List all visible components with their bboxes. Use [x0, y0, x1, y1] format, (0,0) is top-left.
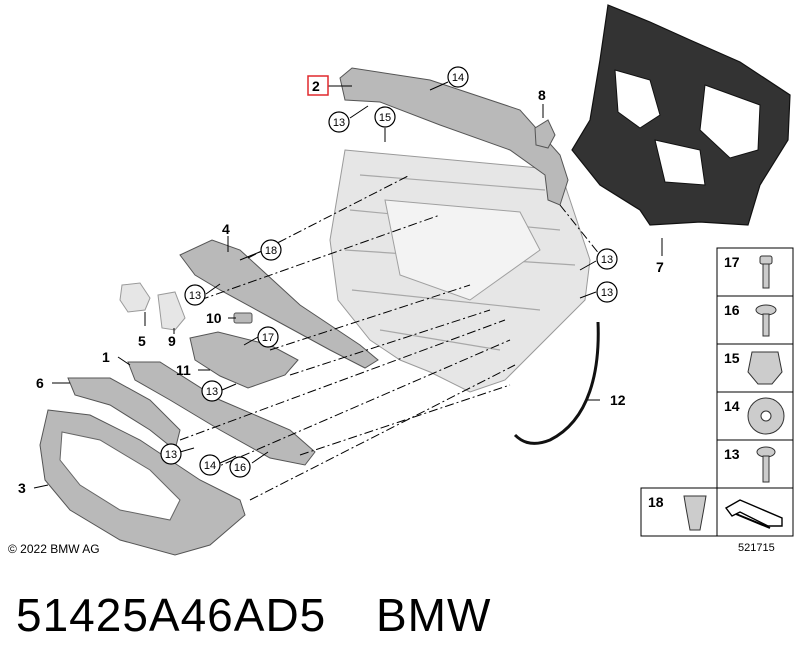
trim-piece-9 [157, 291, 186, 331]
legend-label-15: 15 [724, 350, 740, 366]
direction-arrow-icon [724, 499, 783, 529]
circled-callout-15-top [374, 106, 396, 128]
sound-insulation-cutout-a [614, 69, 661, 129]
switch-holder [189, 331, 299, 389]
legend-label-13: 13 [724, 446, 740, 462]
callout-2: 2 [312, 78, 320, 94]
legend-label-18: 18 [648, 494, 664, 510]
clip-15-icon [747, 351, 783, 385]
circled-callout-13-right-a [596, 248, 618, 270]
circled-callout-14-top-label: 14 [452, 72, 464, 84]
callout-8: 8 [538, 87, 546, 103]
circled-callout-15-top-label: 15 [379, 112, 391, 124]
circled-callouts: 14 13 15 18 13 13 13 17 13 13 14 16 [160, 66, 618, 478]
door-seal [513, 321, 600, 445]
callout-5: 5 [138, 333, 146, 349]
screw-13-icon [756, 446, 776, 483]
circled-callout-13-top [328, 111, 350, 133]
circled-callout-13-mid-label: 13 [206, 386, 218, 398]
circled-callout-14-top [447, 66, 469, 88]
circled-callout-13-right-a-label: 13 [601, 254, 613, 266]
circled-callout-13-mid [201, 380, 223, 402]
expanding-nut-18-icon [683, 495, 707, 531]
callout-11: 11 [176, 362, 191, 378]
callout-4: 4 [222, 221, 230, 237]
circled-callout-13-low [160, 443, 182, 465]
circled-callout-17-label: 17 [262, 332, 274, 344]
callout-1: 1 [102, 349, 110, 365]
callout-12: 12 [610, 392, 626, 408]
circled-callout-16 [229, 456, 251, 478]
armrest [127, 361, 316, 466]
circled-callout-13-low-label: 13 [165, 449, 177, 461]
callout-6: 6 [36, 375, 44, 391]
copyright-notice: © 2022 BMW AG [8, 542, 100, 556]
circled-callout-14-low-label: 14 [204, 460, 216, 472]
brand-name: BMW [376, 589, 492, 641]
upper-trim-strip [339, 67, 569, 206]
part-number: 51425A46AD5 [16, 589, 327, 641]
trim-piece-10 [233, 312, 253, 324]
circled-callout-13-top-label: 13 [333, 117, 345, 129]
clip-part-8 [534, 119, 556, 149]
callout-3: 3 [18, 480, 26, 496]
sound-insulation-cutout-c [654, 139, 706, 186]
fastener-legend: 17 16 15 14 13 18 [640, 247, 794, 537]
diagram-reference-code: 521715 [738, 542, 775, 554]
legend-label-16: 16 [724, 302, 740, 318]
callout-9: 9 [168, 333, 176, 349]
sound-insulation-cutout-b [699, 84, 761, 159]
circled-callout-18-label: 18 [265, 245, 277, 257]
circled-callout-13-left [184, 284, 206, 306]
legend-label-14: 14 [724, 398, 740, 414]
trim-piece-5 [119, 282, 151, 313]
circled-callout-13-right-b [596, 281, 618, 303]
legend-cell-13 [716, 439, 794, 489]
sound-insulation-pad [571, 4, 791, 226]
legend-cell-16 [716, 295, 794, 345]
circled-callout-13-left-label: 13 [189, 290, 201, 302]
callout-labels: 2 8 7 4 5 9 10 11 1 6 3 12 [18, 75, 664, 496]
lower-door-trim-opening [59, 431, 181, 521]
leader-lines [33, 81, 663, 489]
legend-label-17: 17 [724, 254, 740, 270]
circled-callout-14-low [199, 454, 221, 476]
speed-nut-14-icon [747, 397, 785, 435]
circled-callout-13-right-b-label: 13 [601, 287, 613, 299]
highlighted-part-box [307, 75, 329, 96]
circled-callout-18 [260, 239, 282, 261]
callout-10: 10 [206, 310, 222, 326]
screw-16-icon [755, 304, 777, 337]
circled-callout-17 [257, 326, 279, 348]
circled-callout-16-label: 16 [234, 462, 246, 474]
door-panel-carrier-window [384, 199, 541, 301]
callout-7: 7 [656, 259, 664, 275]
screw-17-icon [759, 255, 773, 289]
